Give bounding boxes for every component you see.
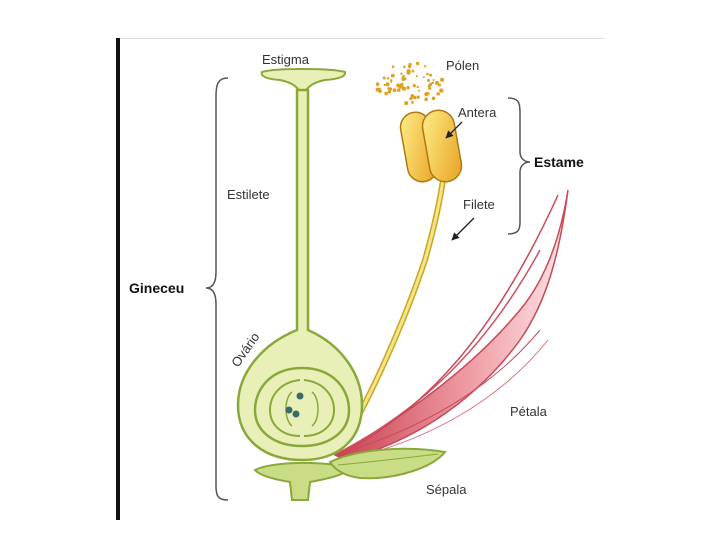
pollen-grain [399,84,404,89]
pollen-grain [401,78,405,81]
pollen-grain [428,86,432,90]
pollen-grain [406,85,410,90]
pollen-grain [411,69,415,73]
estame-brace [507,97,531,235]
petal [333,189,569,461]
left-border-line [116,38,120,520]
pollen-grain [382,76,386,80]
label-polen: Pólen [446,58,479,73]
anther [399,109,463,183]
pollen-grain [378,89,382,93]
pollen-grain [390,79,393,82]
ovule [296,392,304,400]
pollen-grain [415,75,418,78]
pollen-grain [389,87,393,91]
pollen-grain [436,81,439,85]
top-divider-line [120,38,605,39]
label-estigma: Estigma [262,52,310,67]
label-petala: Pétala [510,404,548,419]
pollen-grain [390,80,393,83]
pollen-grain [440,77,445,82]
pollen-grain [383,83,386,87]
pollen-grain [426,72,429,76]
pollen-grain [410,94,415,98]
pollen-grain [437,92,441,96]
label-gineceu: Gineceu [129,280,184,296]
pollen-grain [415,61,420,66]
pollen-grain [392,88,397,93]
pollen-grain [384,91,388,96]
pollen-grain [391,65,395,68]
pollen-grain [428,82,433,87]
pollen-grain [397,88,401,92]
pollen-grain [408,62,412,67]
label-filete: Filete [463,197,495,212]
pollen-grain [431,96,436,101]
pollen-grain [412,84,416,88]
pollen-grain [416,95,420,99]
pollen-grain [390,73,395,78]
pollen-grain [387,90,392,94]
ovule [292,410,300,418]
label-estame: Estame [534,154,584,170]
pollen-grain [402,74,405,78]
pollen-grain [429,73,432,77]
pollen-grain [432,79,435,81]
pollen-grain [409,97,413,101]
pollen-grain [426,92,430,96]
pollen-grain [404,101,409,106]
pollen-grain [424,65,427,68]
pollen-grain [418,89,420,92]
label-estilete: Estilete [227,187,270,202]
pollen-grains [375,61,445,106]
pollen-grain [386,77,390,80]
pollen-grain [439,88,444,93]
label-sepala: Sépala [426,482,467,497]
pollen-grain [406,69,411,74]
pollen-grain [422,76,425,79]
receptacle [253,461,352,501]
pollen-grain [403,65,406,69]
pollen-grain [431,81,434,84]
pollen-grain [424,97,429,102]
pollen-grain [411,101,414,105]
ovule [285,406,293,414]
pollen-grain [375,82,380,86]
gineceu-brace [205,77,229,501]
filete-arrow [451,217,475,241]
pistil [236,68,364,462]
antera-arrow [445,121,463,139]
pollen-grain [427,79,431,82]
pollen-grain [385,82,390,87]
pollen-grain [438,83,441,87]
label-antera: Antera [458,105,497,120]
pollen-grain [400,72,403,75]
pollen-grain [416,85,419,89]
